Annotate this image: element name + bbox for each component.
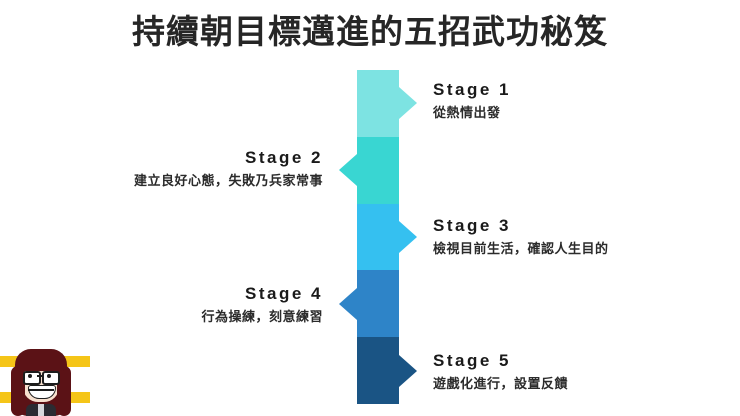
stage-pointer-3-icon [399, 221, 417, 253]
stage-label-1: Stage 1 [433, 80, 511, 99]
avatar-glasses-right-icon [42, 371, 60, 385]
stage-segment-4[interactable] [357, 270, 399, 338]
stage-pointer-5-icon [399, 355, 417, 387]
avatar-glasses-bridge [37, 375, 44, 377]
avatar-watermark [0, 340, 108, 416]
avatar-eye-right [47, 374, 51, 378]
avatar-fringe [15, 349, 67, 371]
stage-segment-5[interactable] [357, 337, 399, 404]
avatar-hair-right [57, 366, 71, 416]
avatar-hair-left [11, 366, 25, 416]
avatar [10, 344, 72, 416]
stage-segment-1[interactable] [357, 70, 399, 137]
stage-segment-3[interactable] [357, 203, 399, 271]
stage-progress-bar [339, 70, 417, 404]
stage-pointer-4-icon [339, 288, 357, 320]
stage-label-3: Stage 3 [433, 216, 511, 235]
stage-description-4: 行為操練，刻意練習 [201, 309, 323, 324]
stage-segment-2[interactable] [357, 136, 399, 204]
avatar-smile-line [28, 389, 54, 391]
stage-description-2: 建立良好心態，失敗乃兵家常事 [133, 173, 323, 188]
stage-description-3: 檢視目前生活，確認人生目的 [433, 241, 609, 256]
stage-caption-2: Stage 2 建立良好心態，失敗乃兵家常事 [134, 146, 323, 191]
page-title: 持續朝目標邁進的五招武功秘笈 [132, 13, 608, 50]
stage-label-2: Stage 2 [245, 148, 323, 167]
stage-caption-4: Stage 4 行為操練，刻意練習 [201, 282, 323, 327]
stage-description-1: 從熱情出發 [433, 105, 501, 120]
avatar-collar [38, 404, 44, 416]
stage-label-4: Stage 4 [245, 284, 323, 303]
avatar-eye-left [28, 374, 32, 378]
stage-caption-5: Stage 5 遊戲化進行，設置反饋 [433, 349, 568, 394]
stage-description-5: 遊戲化進行，設置反饋 [433, 376, 569, 391]
stage-label-5: Stage 5 [433, 351, 511, 370]
stage-caption-3: Stage 3 檢視目前生活，確認人生目的 [433, 214, 609, 259]
avatar-glasses-left-icon [23, 371, 41, 385]
stage-pointer-2-icon [339, 154, 357, 186]
stage-caption-1: Stage 1 從熱情出發 [433, 78, 511, 123]
stage-pointer-1-icon [399, 87, 417, 119]
